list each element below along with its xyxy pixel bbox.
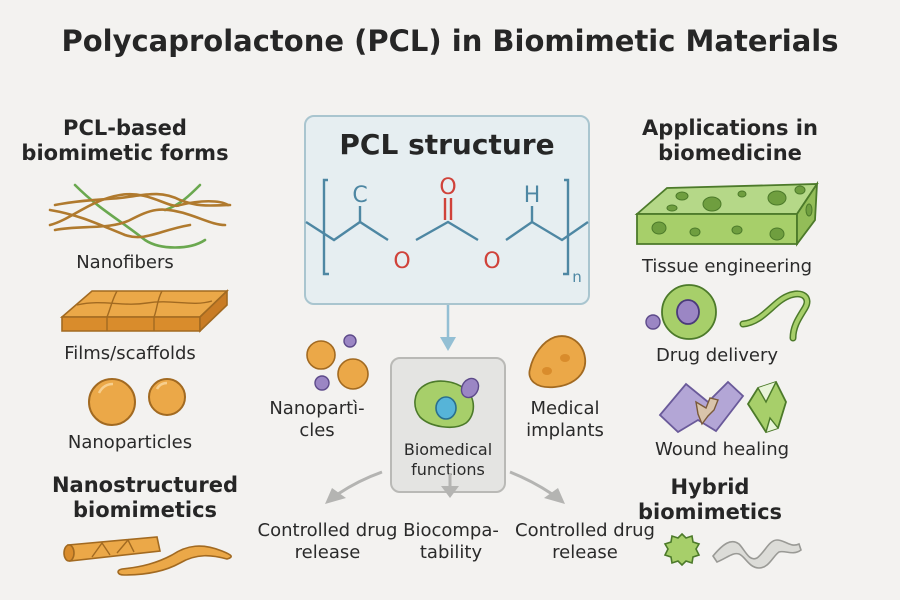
right-bracket — [563, 178, 570, 276]
nanofibers-icon — [48, 183, 232, 249]
output-arrows — [325, 470, 565, 504]
atom-o-1: O — [393, 249, 410, 274]
atom-o-2: O — [483, 249, 500, 274]
atom-o-top: O — [439, 175, 456, 200]
right-column-heading: Applications in biomedicine — [642, 116, 818, 165]
arrow-right-icon — [544, 488, 565, 504]
left-bracket — [322, 178, 329, 276]
arrow-down-icon — [440, 305, 456, 351]
output-biocompatibility: Biocompa-tability — [403, 520, 499, 563]
nanoparticles-label: Nanoparticles — [67, 432, 193, 453]
nanoparticles-center-label: Nanopartì-cles — [269, 398, 365, 441]
cell-delivery-icon — [645, 284, 811, 342]
output-controlled-release-1: Controlled drug release — [257, 520, 398, 563]
nanoparticles-icon — [88, 378, 186, 426]
atom-c: C — [352, 183, 367, 208]
hybrid-biomimetics-heading: Hybrid biomimetics — [637, 475, 783, 524]
spiky-particle-icon — [663, 532, 701, 567]
nanotubes-icon — [63, 536, 232, 576]
page-title: Polycaprolactone (PCL) in Biomimetic Mat… — [0, 22, 900, 60]
wound-dressing-icon — [658, 380, 787, 434]
medical-implants-label: Medical implants — [526, 398, 604, 441]
output-controlled-release-2: Controlled drug release — [515, 520, 655, 563]
hybrid-material-icon — [663, 532, 802, 569]
nanoparticles-cluster-icon — [306, 334, 369, 391]
biomedical-functions-label: Biomedical functions — [403, 440, 493, 479]
pcl-structure-title: PCL structure — [339, 128, 555, 161]
drug-delivery-label: Drug delivery — [655, 345, 779, 366]
medical-implant-icon — [528, 335, 587, 389]
scaffold-icon — [59, 289, 229, 333]
left-column-heading: PCL-based biomimetic forms — [21, 116, 229, 165]
arrow-down-small-icon — [441, 486, 459, 498]
wound-healing-label: Wound healing — [654, 439, 790, 460]
tissue-scaffold-icon — [634, 180, 819, 247]
page-title-text: Polycaprolactone (PCL) in Biomimetic Mat… — [61, 24, 839, 58]
films-scaffolds-label: Films/scaffolds — [64, 343, 196, 364]
arrow-left-icon — [325, 488, 346, 504]
cell-icon — [414, 377, 480, 429]
nanostructured-biomimetics-heading: Nanostructured biomimetics — [51, 473, 239, 522]
pcl-chemical-structure: C O O O H n — [305, 175, 589, 286]
subscript-n: n — [572, 268, 582, 286]
atom-h: H — [524, 183, 541, 208]
pcl-structure-box — [304, 115, 590, 305]
tissue-engineering-label: Tissue engineering — [641, 256, 813, 277]
nanofibers-label: Nanofibers — [76, 252, 174, 273]
